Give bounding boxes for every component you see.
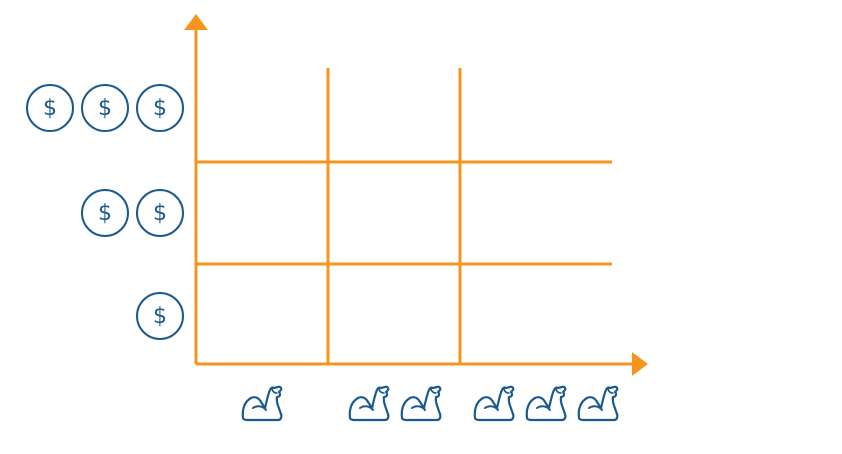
flexed-biceps-icon xyxy=(577,385,619,422)
dollar-sign: $ xyxy=(153,201,167,226)
flexed-biceps-icon xyxy=(473,385,515,422)
coin-ring xyxy=(136,189,184,237)
flexed-biceps-icon xyxy=(348,385,390,422)
dollar-coin-icon: $ xyxy=(81,84,129,132)
cost-levels: $$$$$$ xyxy=(26,84,184,340)
dollar-coin-icon: $ xyxy=(26,84,74,132)
effort-levels xyxy=(241,385,619,422)
flexed-biceps-icon xyxy=(525,385,567,422)
y-axis-arrowhead xyxy=(184,14,208,30)
flexed-biceps-icon xyxy=(400,385,442,422)
effort-level-1 xyxy=(241,385,283,422)
coin-ring xyxy=(136,292,184,340)
flexed-biceps-icon xyxy=(241,385,283,422)
dollar-sign: $ xyxy=(153,304,167,329)
effort-level-3 xyxy=(473,385,619,422)
coin-ring xyxy=(136,84,184,132)
cost-level-2: $$ xyxy=(81,189,184,237)
coin-ring xyxy=(81,189,129,237)
dollar-coin-icon: $ xyxy=(136,84,184,132)
dollar-coin-icon: $ xyxy=(136,189,184,237)
dollar-coin-icon: $ xyxy=(81,189,129,237)
dollar-coin-icon: $ xyxy=(136,292,184,340)
dollar-sign: $ xyxy=(98,96,112,121)
dollar-sign: $ xyxy=(153,96,167,121)
effort-level-2 xyxy=(348,385,442,422)
coin-ring xyxy=(81,84,129,132)
coin-ring xyxy=(26,84,74,132)
dollar-sign: $ xyxy=(98,201,112,226)
cost-level-3: $ $ $ xyxy=(26,84,184,132)
dollar-sign: $ xyxy=(43,96,57,121)
grid-layer xyxy=(184,14,648,376)
cost-level-1: $ xyxy=(136,292,184,340)
x-axis-arrowhead xyxy=(632,352,648,376)
